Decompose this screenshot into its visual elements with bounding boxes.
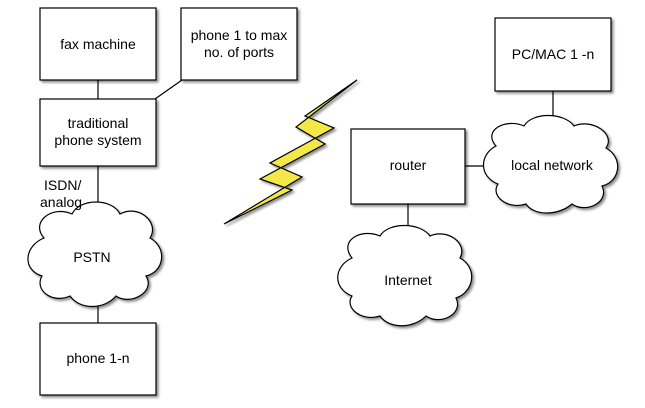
fax-machine-label: fax machine — [60, 36, 136, 52]
local-network-cloud: local network — [482, 115, 619, 214]
phone-1n-node: phone 1-n — [39, 322, 157, 396]
pc-mac-node: PC/MAC 1 -n — [494, 17, 612, 92]
phone-ports-label-line1: phone 1 to max — [191, 27, 288, 43]
isdn-analog-label-line1: ISDN/ — [44, 177, 81, 193]
pstn-label: PSTN — [73, 249, 110, 265]
local-network-label: local network — [511, 157, 594, 173]
isdn-analog-label-line2: analog — [40, 194, 82, 210]
phone-ports-node: phone 1 to max no. of ports — [180, 7, 298, 81]
phone-ports-label-line2: no. of ports — [204, 44, 274, 60]
phone-1n-label: phone 1-n — [66, 350, 129, 366]
pstn-cloud: PSTN — [27, 201, 163, 308]
traditional-phone-system-node: traditional phone system — [39, 98, 157, 167]
lightning-bolt-icon — [223, 79, 358, 225]
traditional-phone-label-line2: phone system — [54, 132, 141, 148]
traditional-phone-label-line1: traditional — [68, 115, 129, 131]
edge-ports-to-phone-system — [154, 79, 183, 100]
pc-mac-label: PC/MAC 1 -n — [512, 46, 594, 62]
router-label: router — [390, 157, 427, 173]
internet-label: Internet — [384, 272, 432, 288]
internet-cloud: Internet — [337, 225, 473, 327]
fax-machine-node: fax machine — [39, 7, 157, 81]
router-node: router — [350, 128, 466, 205]
